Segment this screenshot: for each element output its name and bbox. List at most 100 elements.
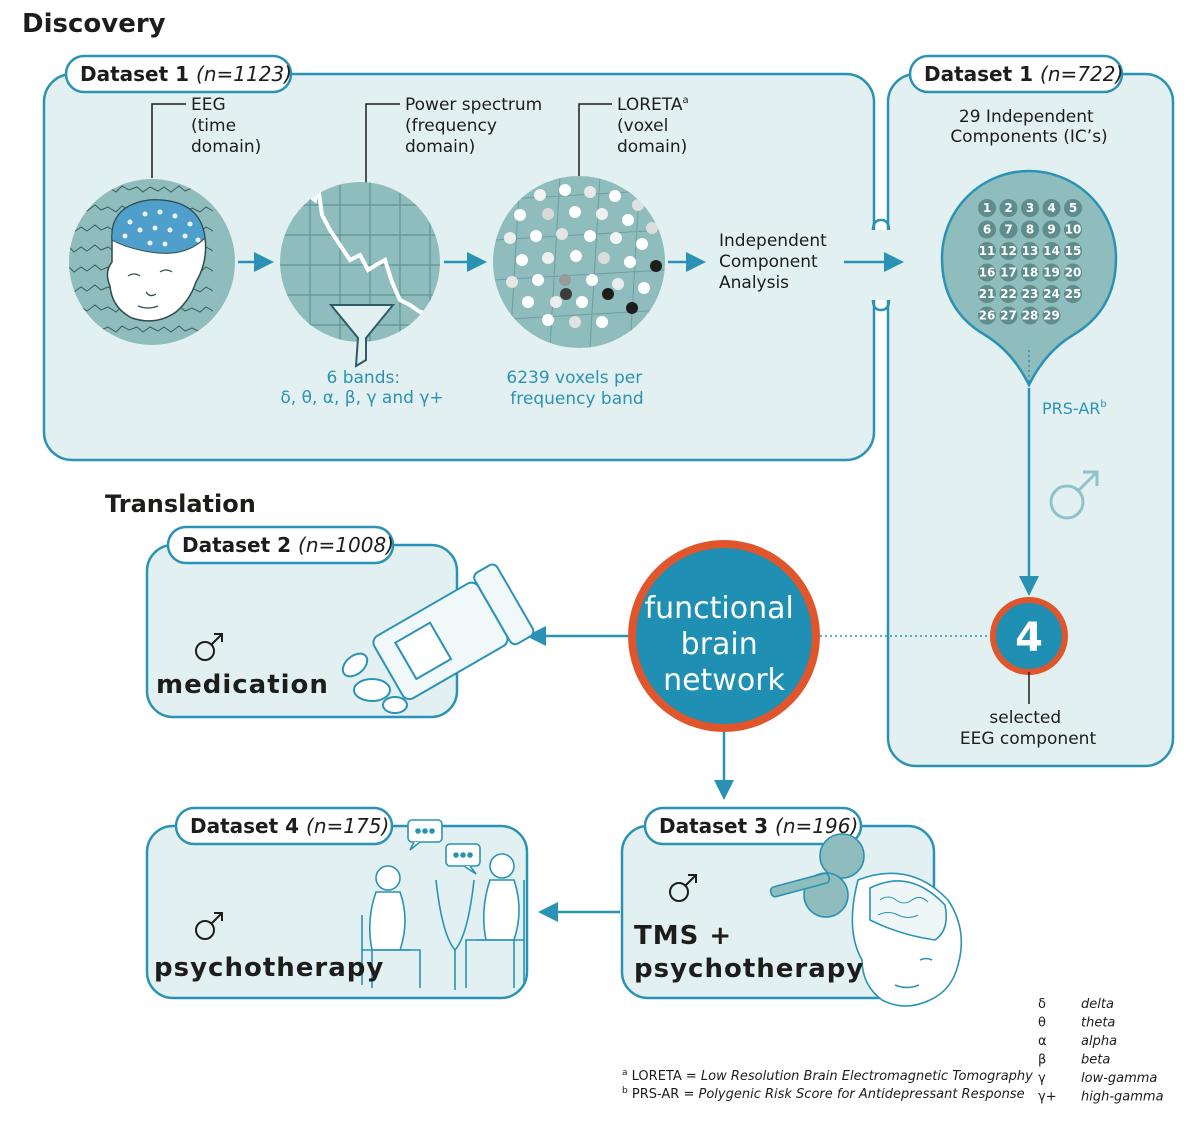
dataset1b-tag: Dataset 1 (n=722): [908, 54, 1124, 94]
ic-badge: 19: [1042, 263, 1061, 282]
ic-badge: 20: [1064, 263, 1082, 282]
male-symbol-dataset2: [195, 633, 223, 661]
panel-bridge: [872, 230, 890, 300]
ic-number: 20: [1065, 266, 1082, 280]
bridge-top-curve: [871, 218, 891, 231]
ic-number: 9: [1047, 223, 1055, 237]
brain-network-circle: [628, 540, 820, 732]
bridge-bottom-curve: [871, 299, 891, 312]
ic-badge: 17: [999, 263, 1018, 282]
ic-badge: 11: [978, 242, 996, 260]
ic-badge: 16: [978, 263, 996, 282]
translation-heading: Translation: [105, 490, 256, 518]
ic-number: 1: [983, 201, 991, 215]
ic-badge: 22: [999, 285, 1018, 303]
ic-badge: 3: [1021, 199, 1039, 217]
ic-badge: 27: [999, 306, 1018, 325]
ic-badge: 14: [1042, 242, 1061, 260]
ic-badge: 5: [1064, 199, 1082, 217]
ic-number: 27: [1000, 309, 1017, 323]
ic-number: 12: [1000, 244, 1017, 258]
tms-head-image: [769, 833, 963, 1007]
ic-number: 11: [979, 244, 996, 258]
footnote-b: b PRS-AR = Polygenic Risk Score for Anti…: [622, 1086, 1025, 1102]
ic-number: 13: [1022, 244, 1039, 258]
ic-badge: 10: [1064, 220, 1082, 239]
ic-badge: 8: [1021, 220, 1039, 239]
pill-bottle-image: [341, 563, 535, 714]
power-spectrum-label: Power spectrum (frequency domain): [405, 95, 548, 157]
legend-symbol: γ+: [1038, 1090, 1057, 1105]
ic-badge: 6: [978, 220, 996, 239]
ic-badge: 28: [1021, 306, 1039, 325]
ic-number: 25: [1065, 287, 1082, 301]
svg-text:Dataset 2 (n=1008): Dataset 2 (n=1008): [182, 533, 394, 557]
legend-name: high-gamma: [1081, 1090, 1164, 1105]
ic-number: 2: [1004, 201, 1012, 215]
dataset2-tag: Dataset 2 (n=1008): [166, 525, 395, 565]
ic-badge: 9: [1042, 220, 1061, 239]
ic-number: 17: [1000, 266, 1017, 280]
ic-number: 21: [979, 287, 996, 301]
dataset3-tag: Dataset 3 (n=196): [643, 806, 863, 846]
svg-text:Dataset 1 (n=722): Dataset 1 (n=722): [924, 62, 1123, 86]
legend-symbol: γ: [1038, 1071, 1046, 1086]
ic-badge: 26: [978, 306, 996, 325]
legend-symbol: α: [1038, 1034, 1047, 1049]
ic-badge: 29: [1042, 306, 1061, 325]
component-label: selected EEG component: [960, 708, 1097, 749]
ic-number: 10: [1065, 223, 1082, 237]
medication-label: medication: [156, 670, 329, 700]
ics-heading: 29 Independent Components (IC’s): [950, 107, 1107, 147]
ic-badge: 4: [1042, 199, 1061, 217]
eeg-label: EEG (time domain): [191, 95, 261, 157]
ic-number: 6: [983, 223, 991, 237]
component-number: 4: [1015, 615, 1043, 661]
ic-number: 28: [1022, 309, 1039, 323]
ic-number: 16: [979, 266, 996, 280]
legend-name: theta: [1081, 1016, 1115, 1031]
male-symbol-large: [1049, 470, 1099, 520]
ic-badge: 1: [978, 199, 996, 217]
ic-number: 24: [1043, 287, 1060, 301]
ic-badge: 21: [978, 285, 996, 303]
ic-number: 26: [979, 309, 996, 323]
legend-symbol: β: [1038, 1053, 1046, 1068]
ic-number: 14: [1043, 244, 1060, 258]
ic-number: 23: [1022, 287, 1039, 301]
ic-badge: 7: [999, 220, 1018, 239]
dataset4-tag: Dataset 4 (n=175): [174, 806, 394, 846]
ica-label: Independent Component Analysis: [719, 231, 832, 293]
ic-number: 7: [1004, 223, 1012, 237]
footnote-a: a LORETA = Low Resolution Brain Electrom…: [622, 1068, 1033, 1084]
eeg-head-image: [69, 179, 235, 345]
brain-network-label: functional brain network: [645, 591, 804, 698]
psychotherapy-label: psychotherapy: [154, 953, 384, 983]
loreta-callout-line: [578, 103, 612, 176]
voxels-caption: 6239 voxels per frequency band: [506, 368, 647, 409]
male-symbol-dataset3: [669, 874, 697, 902]
loreta-label: LORETAa (voxel domain): [617, 88, 694, 157]
loreta-voxel-image: [493, 176, 665, 348]
ic-number: 18: [1022, 266, 1039, 280]
ic-badge: 18: [1021, 263, 1039, 282]
ic-badge: 24: [1042, 285, 1061, 303]
dataset1-tag: Dataset 1 (n=1123): [64, 54, 293, 94]
therapy-scene-image: [361, 819, 525, 990]
male-symbol-dataset4: [195, 912, 223, 940]
legend-name: low-gamma: [1081, 1071, 1157, 1086]
prs-label: PRS-ARb: [1042, 399, 1107, 418]
ic-number: 8: [1026, 223, 1034, 237]
ic-badge: 25: [1064, 285, 1082, 303]
legend-symbol: θ: [1038, 1016, 1046, 1031]
legend-name: delta: [1081, 997, 1114, 1012]
bands-caption: 6 bands: δ, θ, α, β, γ and γ+: [280, 368, 443, 408]
power-callout-line: [365, 103, 400, 183]
ic-number: 22: [1000, 287, 1017, 301]
legend-symbol: δ: [1038, 997, 1046, 1012]
ic-badge: 15: [1064, 242, 1082, 260]
